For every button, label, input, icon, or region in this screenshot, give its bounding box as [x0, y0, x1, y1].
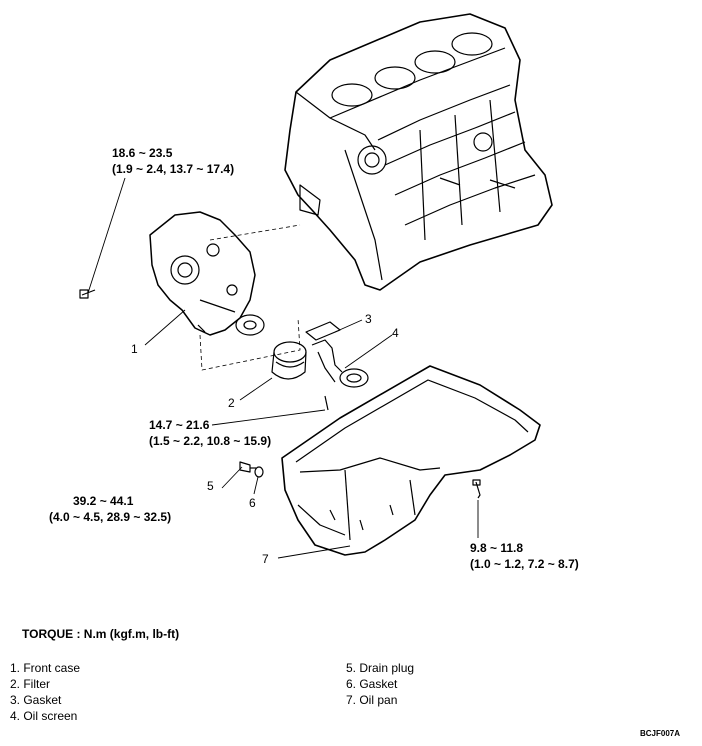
callout-3: 3 [365, 312, 372, 326]
legend-item: 4. Oil screen [10, 709, 78, 723]
oil-pan-bolt [472, 479, 481, 499]
legend-item: 2. Filter [10, 677, 51, 691]
legend-item: 5. Drain plug [346, 661, 415, 675]
engine-block [284, 13, 553, 291]
legend-left: 1. Front case 2. Filter 3. Gasket 4. Oil… [10, 660, 80, 724]
torque-oil-pan-line2: (1.0 ~ 1.2, 7.2 ~ 8.7) [470, 557, 579, 571]
oil-pan [281, 365, 541, 556]
callout-2: 2 [228, 396, 235, 410]
front-case-guide-line [209, 224, 301, 241]
front-case-bolt [79, 289, 96, 299]
drain-plug [239, 461, 256, 473]
callout-6: 6 [249, 496, 256, 510]
callout-7: 7 [262, 552, 269, 566]
leader-lines [87, 177, 479, 559]
figure-code: BCJF007A [640, 729, 681, 738]
torque-front-case-line2: (1.9 ~ 2.4, 13.7 ~ 17.4) [112, 162, 235, 176]
torque-front-case-line1: 18.6 ~ 23.5 [112, 146, 173, 160]
torque-oil-screen-line2: (1.5 ~ 2.2, 10.8 ~ 15.9) [149, 434, 272, 448]
legend-item: 6. Gasket [346, 677, 398, 691]
torque-oil-pan-line1: 9.8 ~ 11.8 [470, 541, 524, 555]
torque-drain-plug-line1: 39.2 ~ 44.1 [73, 494, 134, 508]
filter-guide-line [199, 317, 301, 371]
oil-screen [311, 339, 369, 411]
drain-plug-gasket [254, 466, 264, 478]
callout-5: 5 [207, 479, 214, 493]
torque-oil-screen-line1: 14.7 ~ 21.6 [149, 418, 210, 432]
legend-item: 1. Front case [10, 661, 81, 675]
callout-1: 1 [131, 342, 138, 356]
callout-4: 4 [392, 326, 399, 340]
legend-right: 5. Drain plug 6. Gasket 7. Oil pan [346, 660, 414, 708]
torque-drain-plug-line2: (4.0 ~ 4.5, 28.9 ~ 32.5) [49, 510, 172, 524]
filter [271, 341, 307, 380]
torque-unit-label: TORQUE : N.m (kgf.m, lb-ft) [22, 627, 180, 641]
gasket-3 [305, 321, 341, 341]
legend-item: 7. Oil pan [346, 693, 398, 707]
legend-item: 3. Gasket [10, 693, 62, 707]
front-case [149, 211, 265, 336]
